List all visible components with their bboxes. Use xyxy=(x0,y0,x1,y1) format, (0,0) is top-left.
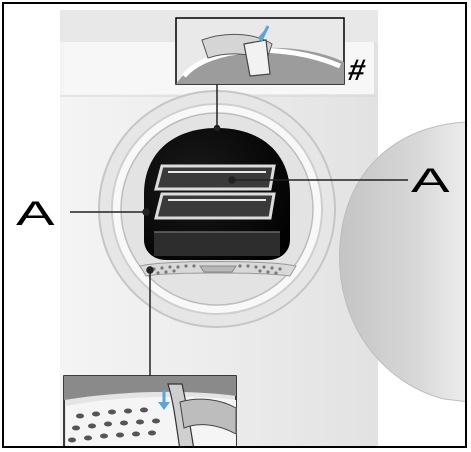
illustration-frame: # A A xyxy=(2,2,467,448)
letter-a-marker-icon: A xyxy=(16,197,55,231)
fluff-filter-lower xyxy=(156,194,274,218)
detail-callout-top xyxy=(176,18,344,84)
letter-a-marker-icon: A xyxy=(411,164,450,198)
fluff-filter-upper xyxy=(156,166,274,189)
dryer-illustration xyxy=(4,4,467,448)
detail-callout-bottom xyxy=(64,376,236,448)
